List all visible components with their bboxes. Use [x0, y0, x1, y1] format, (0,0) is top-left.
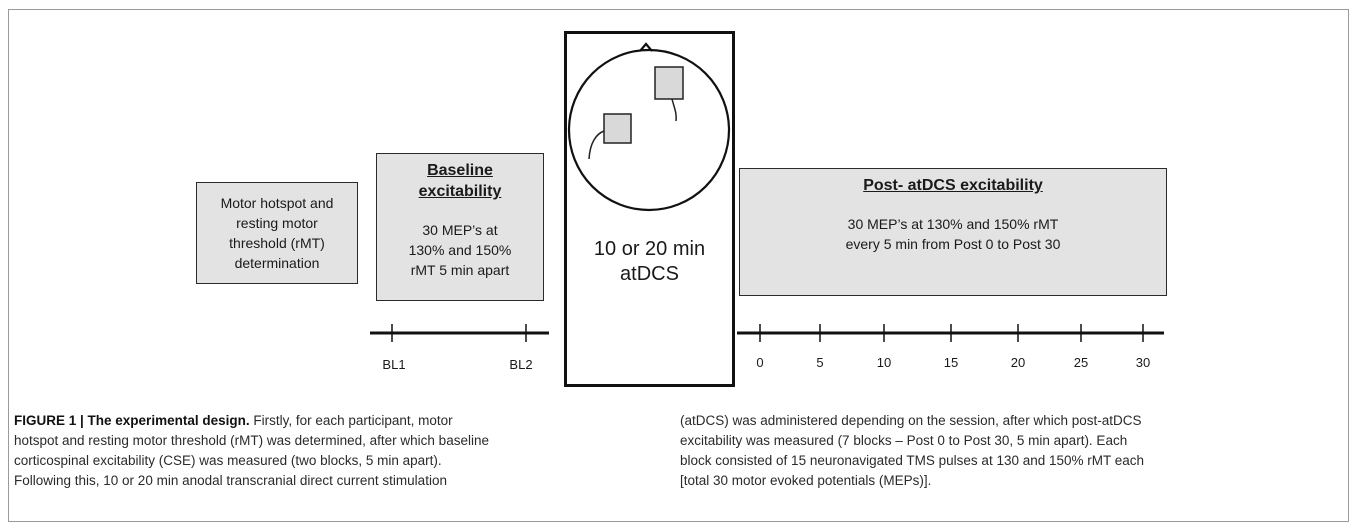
caption-line: block consisted of 15 neuronavigated TMS… [680, 453, 1145, 468]
hotspot-box-text: Motor hotspot and resting motor threshol… [220, 195, 334, 271]
tick-label-post-20: 20 [1010, 355, 1026, 370]
post-excitability-box: Post- atDCS excitability 30 MEP’s at 130… [739, 168, 1167, 296]
tick-label-post-25: 25 [1073, 355, 1089, 370]
tick-label-post-30: 30 [1135, 355, 1151, 370]
baseline-box-text: 30 MEP’s at 130% and 150% rMT 5 min apar… [408, 222, 512, 278]
nose-marker [639, 42, 653, 52]
figure-caption-right: (atDCS) was administered depending on th… [680, 411, 1340, 491]
caption-line: corticospinal excitability (CSE) was mea… [14, 453, 442, 468]
head-electrode-illustration [567, 42, 731, 212]
post-box-text: 30 MEP’s at 130% and 150% rMT every 5 mi… [845, 216, 1061, 252]
tick-label-post-10: 10 [876, 355, 892, 370]
baseline-box-title: Baseline excitability [418, 162, 502, 200]
anode-wire [671, 98, 677, 122]
figure-label: FIGURE 1 | The experimental design. [14, 413, 250, 428]
baseline-excitability-box: Baseline excitability 30 MEP’s at 130% a… [376, 153, 544, 301]
caption-line: Following this, 10 or 20 min anodal tran… [14, 473, 447, 488]
head-outline [567, 48, 731, 212]
cathode-wire [588, 130, 605, 160]
hotspot-determination-box: Motor hotspot and resting motor threshol… [196, 182, 358, 284]
tick-label-post-5: 5 [816, 355, 824, 370]
caption-line: excitability was measured (7 blocks – Po… [680, 433, 1128, 448]
caption-line: FIGURE 1 | The experimental design. Firs… [14, 411, 589, 431]
caption-line: hotspot and resting motor threshold (rMT… [14, 433, 489, 448]
tick-label-post-15: 15 [943, 355, 959, 370]
tick-label-bl2: BL2 [509, 357, 533, 372]
tick-label-post-0: 0 [756, 355, 764, 370]
stimulation-label: 10 or 20 min atDCS [593, 238, 706, 285]
cathode-electrode [603, 113, 632, 144]
figure-caption-left: FIGURE 1 | The experimental design. Firs… [14, 411, 589, 491]
caption-line: (atDCS) was administered depending on th… [680, 413, 1142, 428]
caption-text: Firstly, for each participant, motor [249, 413, 453, 428]
caption-line: [total 30 motor evoked potentials (MEPs)… [680, 473, 932, 488]
tick-label-bl1: BL1 [382, 357, 406, 372]
post-box-title: Post- atDCS excitability [863, 177, 1043, 194]
anode-electrode [654, 66, 684, 100]
